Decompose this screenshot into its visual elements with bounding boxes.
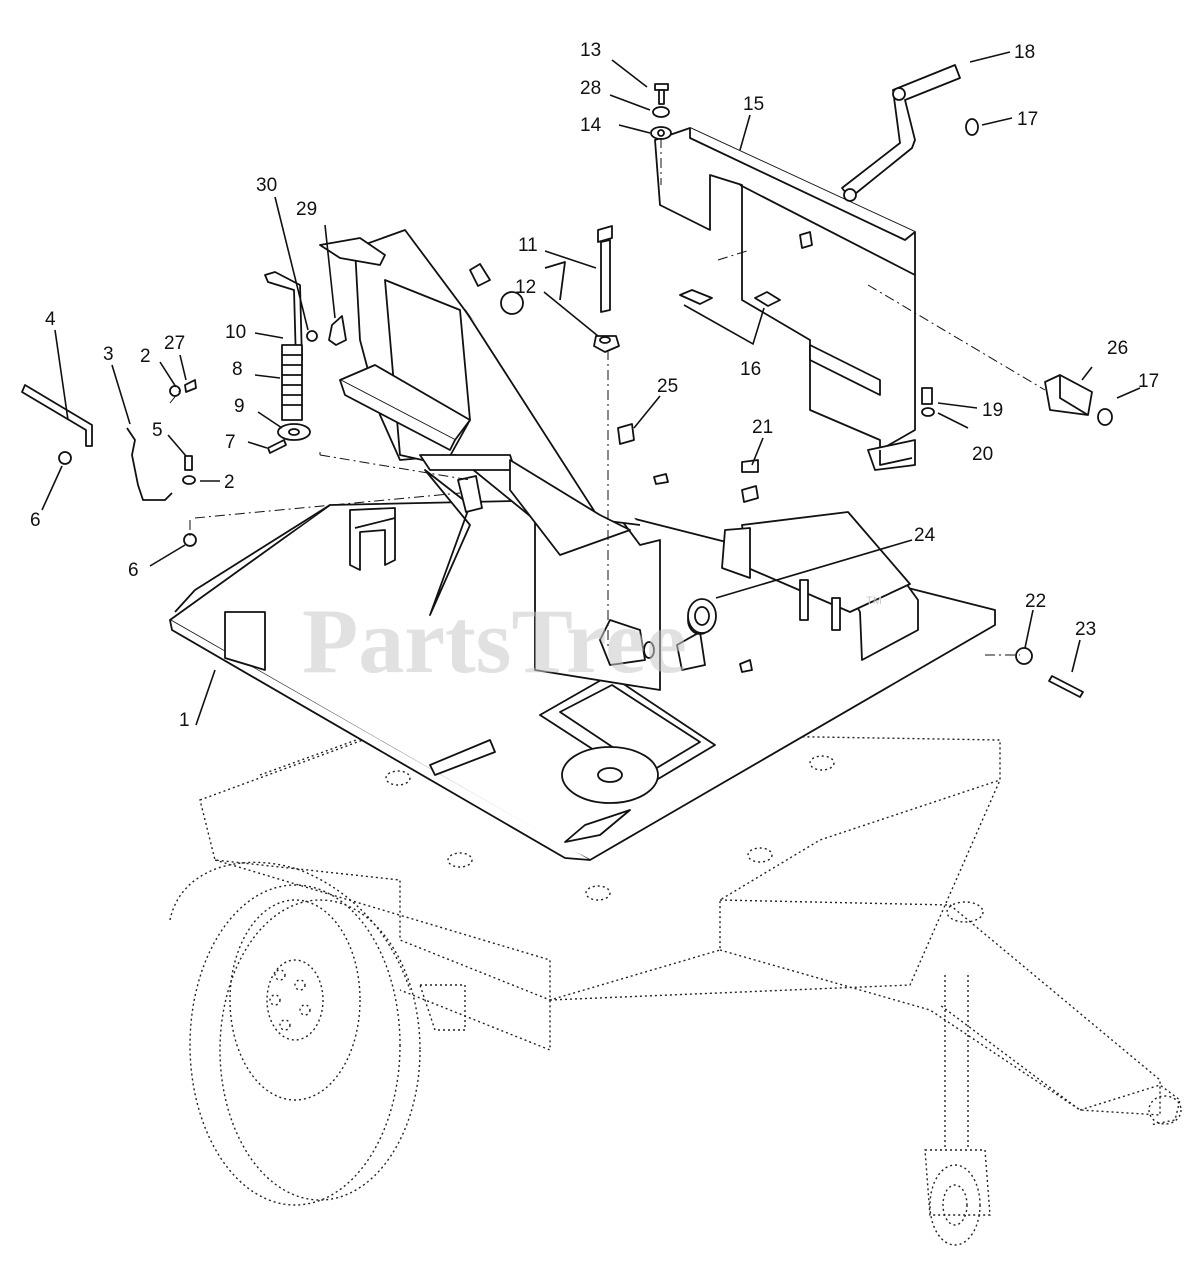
bracket: [1044, 374, 1093, 416]
alignment-lines: [169, 138, 1046, 656]
callout-30: 30: [256, 175, 277, 196]
callout-14: 14: [580, 115, 602, 136]
callout-5: 5: [152, 420, 163, 441]
callout-6-bottom: 6: [128, 560, 139, 581]
callout-2-lower: 2: [224, 472, 235, 493]
leader-lines: [41, 51, 1141, 726]
callout-7: 7: [225, 432, 236, 453]
callout-22: 22: [1025, 591, 1046, 612]
callout-11: 11: [518, 235, 538, 256]
wheel: [169, 861, 466, 1206]
callout-17-top: 17: [1017, 109, 1038, 130]
callout-21: 21: [752, 417, 773, 438]
callout-2-upper: 2: [140, 346, 151, 367]
trailer-chassis: [199, 729, 1182, 1246]
callouts: 1 2 2 3 4 5 6 6 7 8 9 10 11 12 13 14 15 …: [30, 40, 1159, 731]
callout-19: 19: [982, 400, 1003, 421]
callout-26: 26: [1107, 338, 1128, 359]
callout-29: 29: [296, 199, 317, 220]
trailer-bolts: [385, 755, 835, 901]
callout-9: 9: [234, 396, 245, 417]
callout-20: 20: [972, 444, 993, 465]
callout-23: 23: [1075, 619, 1096, 640]
callout-12: 12: [515, 277, 536, 298]
frame-assembly: [319, 229, 661, 691]
hardware: [21, 83, 1113, 698]
callout-13: 13: [580, 40, 601, 61]
callout-4: 4: [45, 309, 56, 330]
callout-8: 8: [232, 359, 243, 380]
callout-1: 1: [179, 710, 190, 731]
callout-16: 16: [740, 359, 761, 380]
callout-6-left: 6: [30, 510, 41, 531]
callout-10: 10: [225, 322, 246, 343]
callout-18: 18: [1014, 42, 1035, 63]
base-plate: [169, 459, 996, 861]
watermark-trademark: TM: [866, 595, 882, 607]
handle-bar: [841, 64, 961, 202]
cover-panel: [654, 127, 916, 471]
callout-28: 28: [580, 78, 601, 99]
watermark: PartsTree: [302, 590, 687, 692]
callout-3: 3: [103, 344, 114, 365]
callout-17-right: 17: [1138, 371, 1159, 392]
callout-24: 24: [914, 525, 936, 546]
callout-27: 27: [164, 333, 185, 354]
callout-15: 15: [743, 94, 764, 115]
callout-25: 25: [657, 376, 678, 397]
